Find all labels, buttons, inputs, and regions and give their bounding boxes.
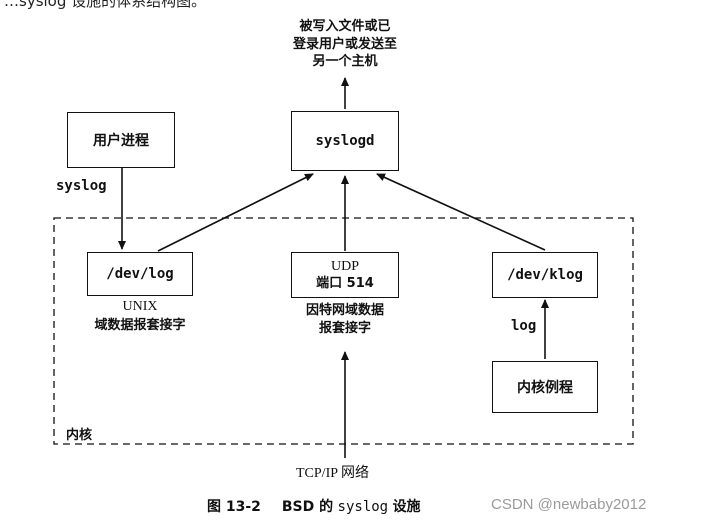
arrow-devklog-to-syslogd [376,173,546,251]
unix-socket-label: UNIX 域数据报套接字 [60,298,220,334]
kernel-routine-label: 内核例程 [517,380,573,396]
network-text: TCP/IP 网络 [296,466,369,481]
kernel-label: 内核 [66,428,93,443]
caption-code: syslog [337,499,389,515]
log-call-label: log [511,318,537,334]
top-header-partial: …syslog 设施的体系结构图。 [4,0,207,10]
caption-figure-number: 图 13-2 [207,499,261,515]
destination-text: 被写入文件或已 登录用户或发送至 另一个主机 [265,18,425,71]
kernel-boundary [53,217,634,445]
syslog-call-label: syslog [56,178,107,194]
dev-klog-box: /dev/klog [492,252,598,298]
udp-label: UDP [330,258,359,274]
caption-text-pre: BSD 的 [281,499,334,515]
arrow-devlog-to-syslogd [157,173,314,252]
dev-log-label: /dev/log [106,266,174,282]
destination-line-1: 被写入文件或已 [299,19,391,34]
user-process-box: 用户进程 [67,112,175,168]
unix-socket-line-2: 域数据报套接字 [94,317,186,333]
destination-line-3: 另一个主机 [312,54,378,70]
inet-socket-line-2: 报套接字 [318,320,371,336]
syslogd-label: syslogd [315,133,375,149]
unix-socket-line-1: UNIX [122,299,158,314]
udp-port-box: UDP 端口 514 [291,252,399,298]
destination-line-2: 登录用户或发送至 [292,36,397,52]
figure-caption: 图 13-2 BSD 的 syslog 设施 [207,496,421,516]
kernel-routine-box: 内核例程 [492,361,598,413]
dev-log-box: /dev/log [87,252,193,296]
dev-klog-label: /dev/klog [507,267,583,283]
port-label: 端口 514 [316,275,374,291]
caption-text-post: 设施 [392,499,421,515]
user-process-label: 用户进程 [93,133,149,149]
syslogd-box: syslogd [291,111,399,171]
inet-socket-line-1: 因特网域数据 [305,303,384,318]
watermark: CSDN @newbaby2012 [491,496,647,513]
network-label: TCP/IP 网络 [296,462,369,482]
inet-socket-label: 因特网域数据 报套接字 [270,302,420,337]
